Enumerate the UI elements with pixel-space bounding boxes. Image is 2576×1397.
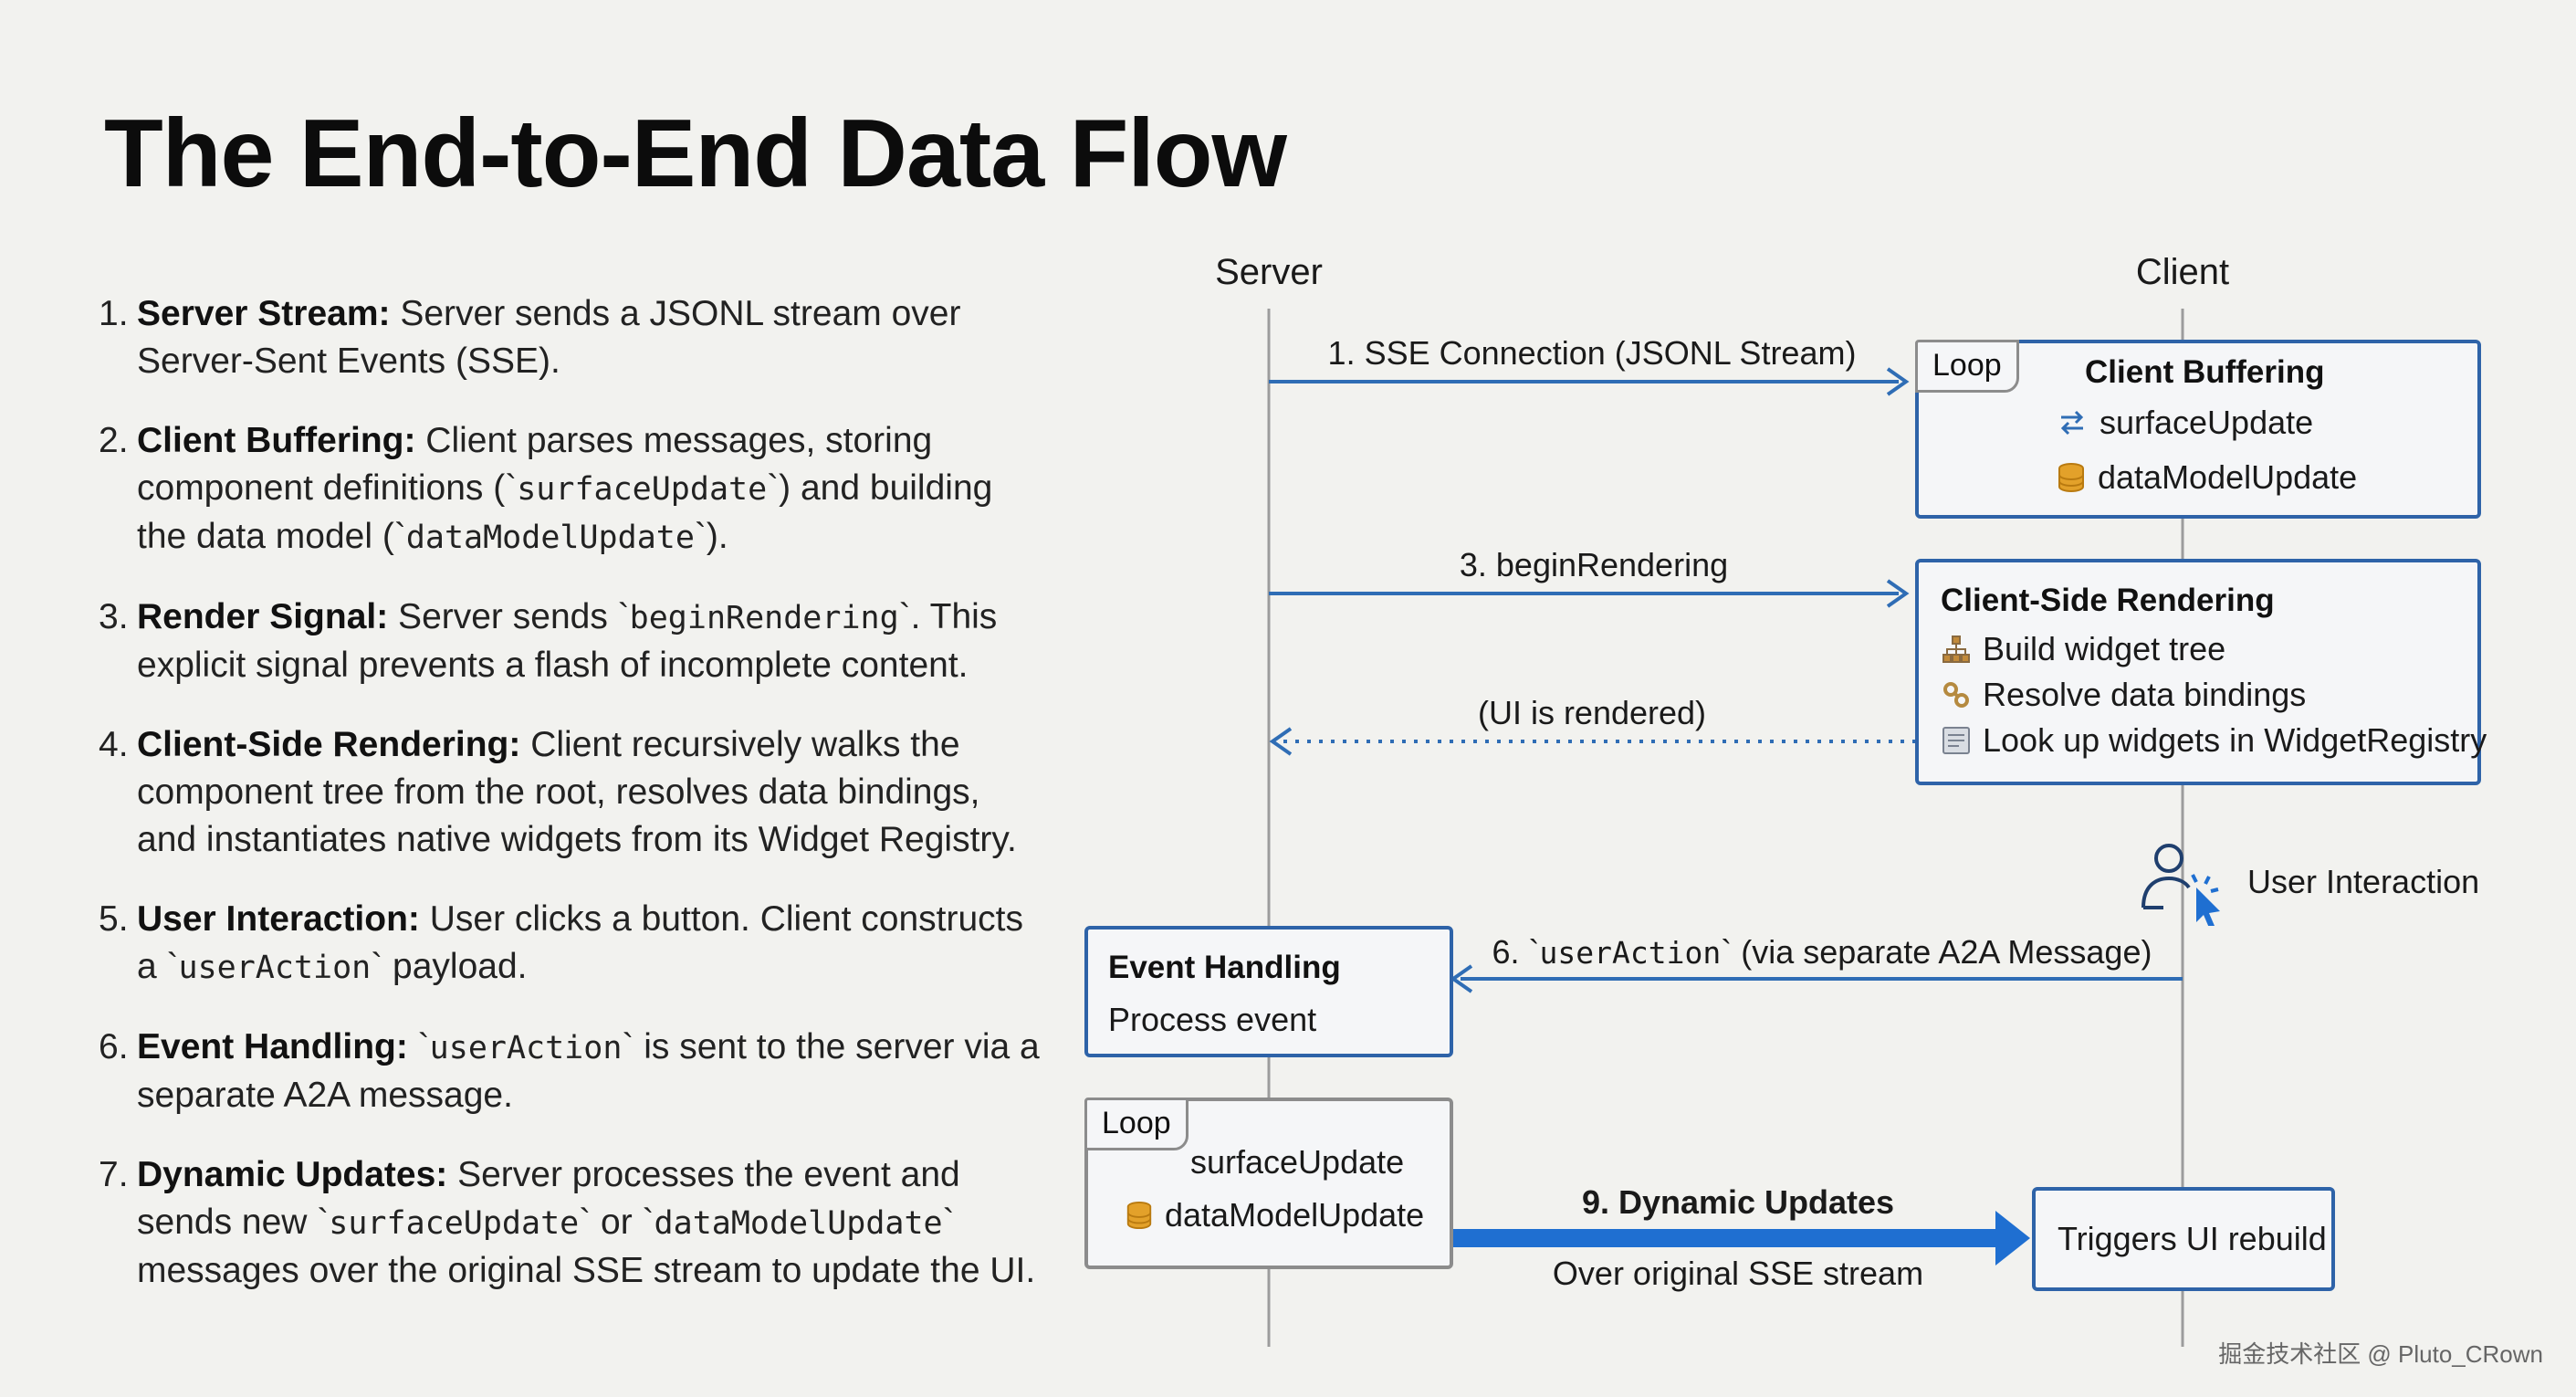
buffer-item-surface: surfaceUpdate (2056, 404, 2313, 442)
step-number: 1. (99, 294, 129, 333)
database-icon (1125, 1200, 1154, 1231)
ui-rendered-label: (UI is rendered) (1477, 694, 1707, 731)
step-heading: Render Signal: (137, 597, 389, 636)
loop-tag: Loop (1915, 340, 2019, 393)
user-interaction-node: User Interaction (2136, 838, 2479, 926)
server-loop-item-surface: surfaceUpdate (1190, 1143, 1405, 1181)
dynamic-updates-arrow (1451, 1211, 2030, 1266)
step-code: surfaceUpdate (329, 1205, 580, 1242)
step-item: 1.Server Stream: Server sends a JSONL st… (99, 290, 1048, 385)
step-fragment: User clicks a button. Client constructs … (137, 899, 1023, 986)
step-heading: Server Stream: (137, 294, 391, 333)
step-heading: Event Handling: (137, 1027, 408, 1066)
event-handling-title: Event Handling (1108, 950, 1341, 985)
step-text: Render Signal: Server sends `beginRender… (137, 593, 1048, 689)
step-code: dataModelUpdate (654, 1205, 943, 1242)
step-fragment: Client parses messages, storing componen… (137, 421, 933, 508)
begin-rendering-arrow (1269, 579, 1910, 608)
step-heading: Client-Side Rendering: (137, 725, 521, 764)
client-rendering-box: Client-Side Rendering Build widget tree … (1915, 559, 2487, 785)
client-rendering-title: Client-Side Rendering (1941, 583, 2275, 618)
page-title: The End-to-End Data Flow (104, 100, 1287, 207)
ui-rendered-arrow (1269, 727, 1915, 756)
user-action-label: 6. `userAction` (via separate A2A Messag… (1492, 933, 2152, 971)
step-item: 7.Dynamic Updates: Server processes the … (99, 1151, 1048, 1295)
step-fragment: Server processes the event and sends new… (137, 1155, 960, 1242)
step-number: 3. (99, 597, 129, 636)
hierarchy-icon (1941, 634, 1972, 665)
render-step-lookup: Look up widgets in WidgetRegistry (1941, 721, 2487, 760)
step-fragment: `). (694, 517, 728, 556)
step-item: 5.User Interaction: User clicks a button… (99, 896, 1048, 992)
step-text: Server Stream: Server sends a JSONL stre… (137, 290, 1048, 385)
step-code: dataModelUpdate (405, 520, 695, 556)
step-number: 4. (99, 725, 129, 764)
user-click-icon (2136, 838, 2236, 926)
client-buffering-box: Loop Client Buffering surfaceUpdate data… (1915, 340, 2481, 519)
step-code: userAction (178, 950, 372, 986)
loop-tag: Loop (1084, 1098, 1189, 1150)
render-step-resolve: Resolve data bindings (1941, 676, 2306, 714)
step-text: Dynamic Updates: Server processes the ev… (137, 1151, 1048, 1295)
ui-rebuild-box: Triggers UI rebuild (2032, 1187, 2335, 1291)
step-fragment: ` (407, 1027, 430, 1066)
event-handling-text: Process event (1108, 1001, 1317, 1038)
dynamic-updates-label: 9. Dynamic Updates (1581, 1183, 1895, 1221)
step-number: 6. (99, 1027, 129, 1066)
sse-connection-arrow (1269, 367, 1910, 396)
step-heading: Client Buffering: (137, 421, 416, 460)
step-code: beginRendering (629, 600, 899, 636)
step-number: 2. (99, 421, 129, 460)
step-number: 5. (99, 899, 129, 939)
step-fragment: Client recursively walks the component t… (137, 725, 1017, 859)
dynamic-updates-sublabel: Over original SSE stream (1552, 1255, 1924, 1292)
step-heading: User Interaction: (137, 899, 420, 939)
client-lane-label: Client (2135, 252, 2230, 292)
swap-icon (2056, 406, 2089, 439)
client-buffering-title: Client Buffering (2085, 354, 2325, 390)
step-list: 1.Server Stream: Server sends a JSONL st… (99, 290, 1048, 1327)
step-item: 4.Client-Side Rendering: Client recursiv… (99, 721, 1048, 864)
step-fragment: Server sends a JSONL stream over Server-… (137, 294, 961, 381)
render-step-build: Build widget tree (1941, 630, 2225, 668)
database-icon (2056, 461, 2087, 494)
buffer-item-datamodel: dataModelUpdate (2056, 458, 2357, 497)
step-heading: Dynamic Updates: (137, 1155, 448, 1194)
server-lane-label: Server (1215, 252, 1323, 292)
step-text: User Interaction: User clicks a button. … (137, 896, 1048, 992)
step-number: 7. (99, 1155, 129, 1194)
user-action-arrow (1450, 964, 2183, 993)
link-icon (1941, 679, 1972, 710)
step-fragment: Server sends ` (388, 597, 630, 636)
step-fragment: ` is sent to the server via a separate A… (137, 1027, 1040, 1115)
step-code: surfaceUpdate (517, 471, 768, 508)
server-loop-item-datamodel: dataModelUpdate (1125, 1196, 1424, 1234)
step-item: 6.Event Handling: `userAction` is sent t… (99, 1024, 1048, 1119)
registry-icon (1941, 725, 1972, 756)
step-item: 2.Client Buffering: Client parses messag… (99, 417, 1048, 562)
step-fragment: ` or ` (579, 1203, 654, 1242)
event-handling-box: Event Handling Process event (1084, 926, 1453, 1057)
watermark: 掘金技术社区 @ Pluto_CRown (2218, 1340, 2543, 1368)
step-code: userAction (429, 1030, 623, 1066)
step-item: 3.Render Signal: Server sends `beginRend… (99, 593, 1048, 689)
sse-connection-label: 1. SSE Connection (JSONL Stream) (1327, 334, 1857, 372)
step-fragment: `) and building the data model (` (137, 468, 993, 556)
ui-rebuild-text: Triggers UI rebuild (2058, 1220, 2327, 1257)
step-text: Client Buffering: Client parses messages… (137, 417, 1048, 562)
step-text: Event Handling: `userAction` is sent to … (137, 1024, 1048, 1119)
server-loop-box: Loop surfaceUpdate dataModelUpdate (1084, 1098, 1453, 1269)
step-text: Client-Side Rendering: Client recursivel… (137, 721, 1048, 864)
begin-rendering-label: 3. beginRendering (1459, 546, 1729, 583)
step-fragment: ` payload. (371, 947, 528, 986)
step-fragment: ` messages over the original SSE stream … (137, 1203, 1036, 1290)
step-fragment: `. This explicit signal prevents a flash… (137, 597, 998, 685)
